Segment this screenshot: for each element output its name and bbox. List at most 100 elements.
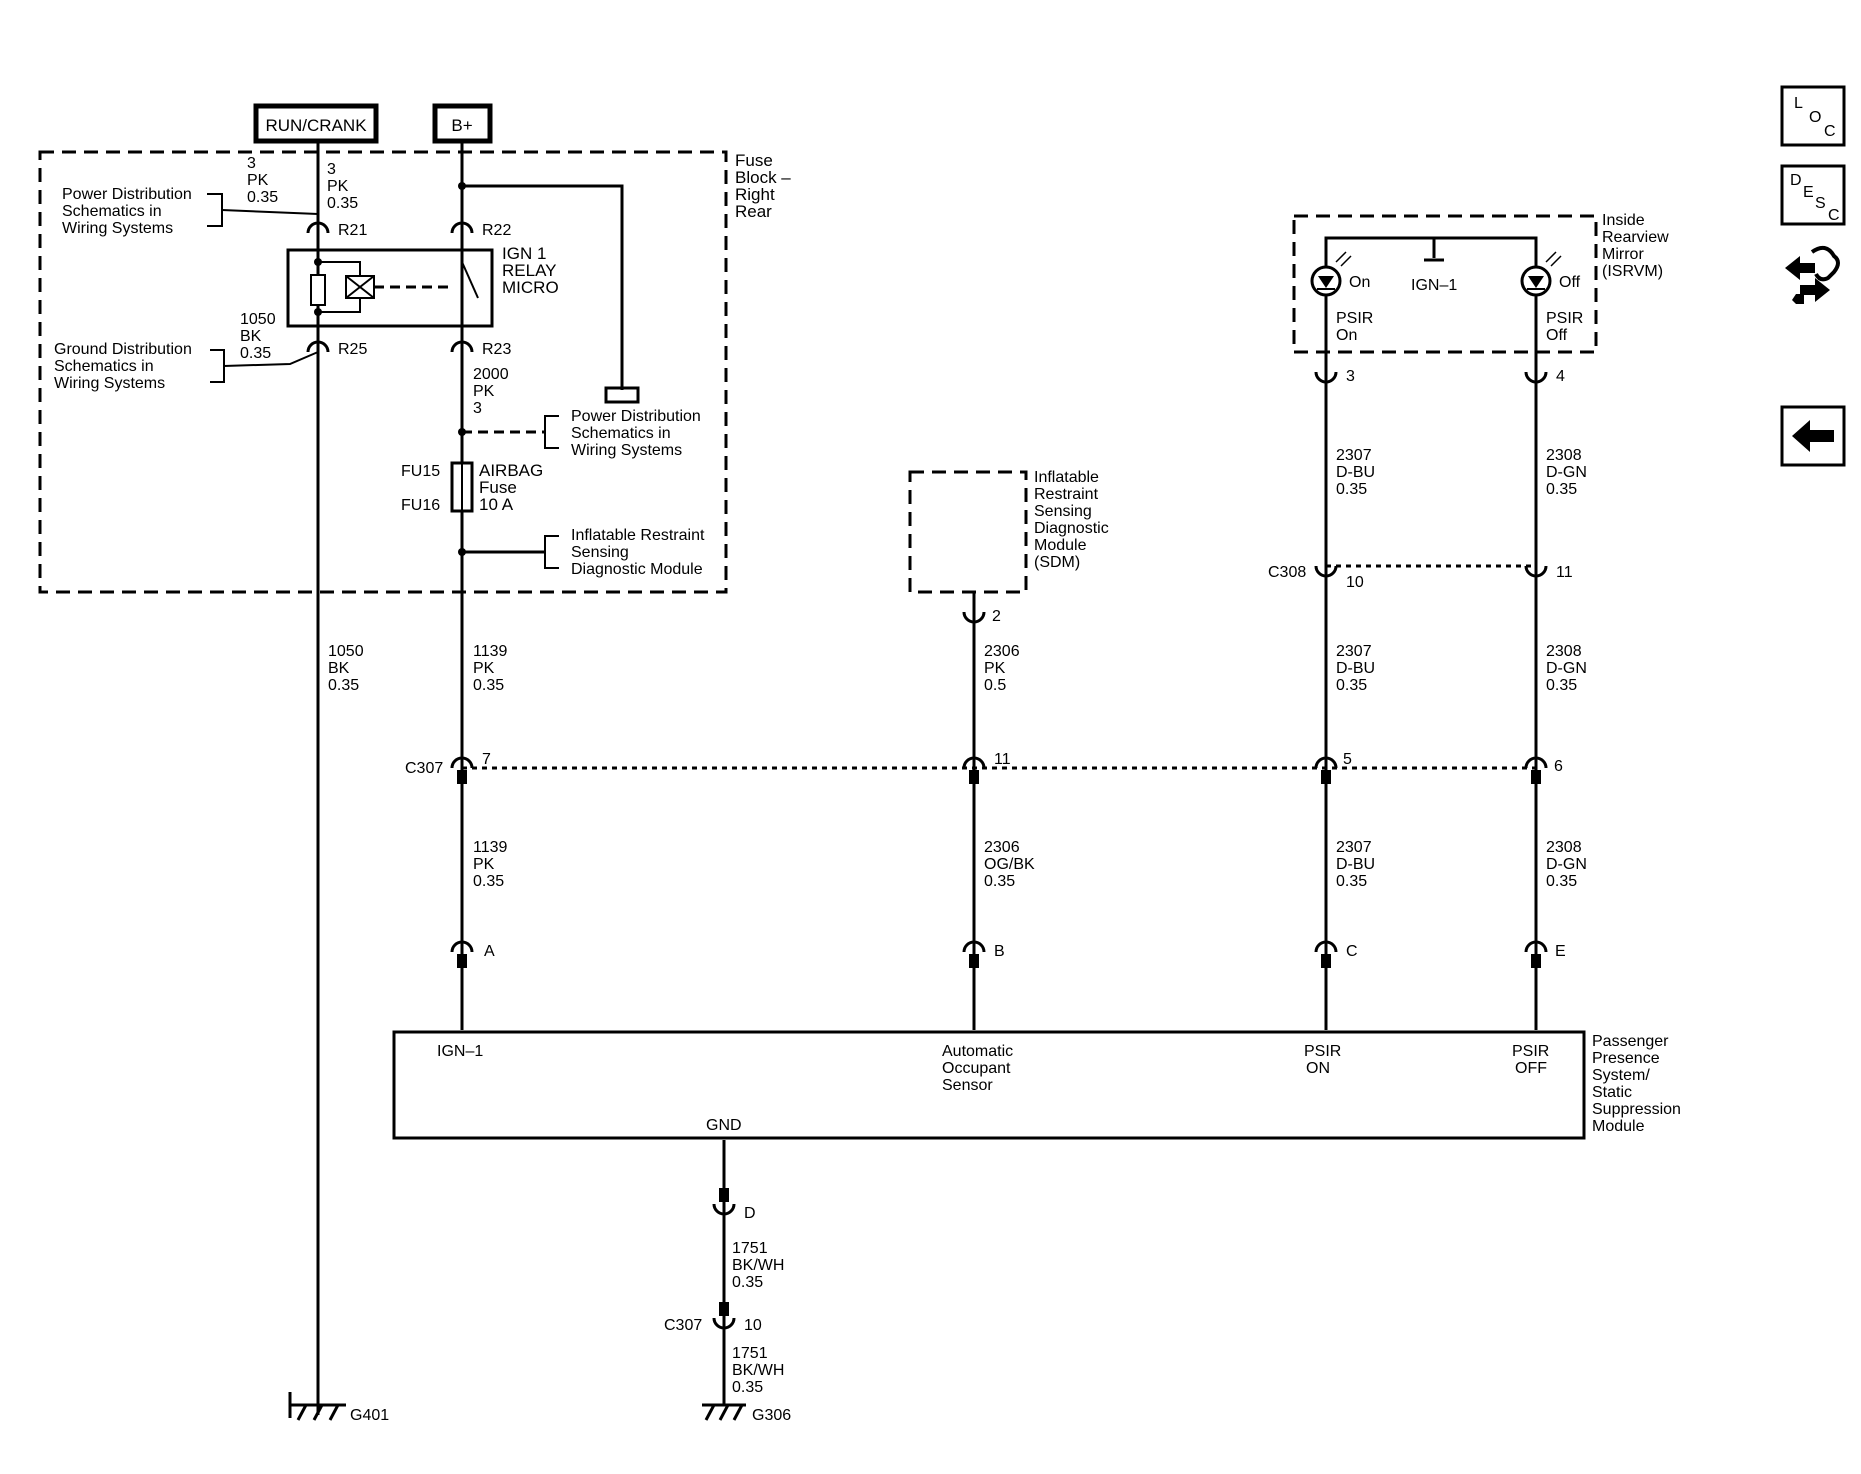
svg-text:IGN–1: IGN–1 <box>437 1043 483 1060</box>
svg-text:10: 10 <box>1346 574 1364 591</box>
svg-text:3: 3 <box>327 161 336 178</box>
svg-text:Wiring Systems: Wiring Systems <box>54 375 165 392</box>
svg-text:D-GN: D-GN <box>1546 464 1587 481</box>
svg-text:O: O <box>1809 109 1821 126</box>
svg-text:A: A <box>484 943 495 960</box>
c308-pin-10 <box>1314 565 1338 578</box>
svg-text:Sensor: Sensor <box>942 1077 993 1094</box>
run-crank-label: RUN/CRANK <box>253 103 379 144</box>
c307-pin-11 <box>962 756 986 769</box>
svg-text:0.35: 0.35 <box>473 873 504 890</box>
svg-text:Wiring Systems: Wiring Systems <box>62 220 173 237</box>
svg-text:C307: C307 <box>405 760 443 777</box>
svg-text:1050: 1050 <box>240 311 276 328</box>
svg-text:Inside: Inside <box>1602 212 1645 229</box>
power-distribution-ref-2[interactable]: Power Distribution Schematics in Wiring … <box>544 408 701 459</box>
connector-r21 <box>306 221 330 234</box>
svg-text:1139: 1139 <box>473 839 508 856</box>
wire-label-1050-a: 1050 BK 0.35 <box>240 311 276 362</box>
svg-text:D-BU: D-BU <box>1336 464 1375 481</box>
desc-button[interactable]: D E S C <box>1780 164 1846 226</box>
svg-text:Right: Right <box>735 185 775 204</box>
svg-text:10 A: 10 A <box>479 495 514 514</box>
svg-text:Power Distribution: Power Distribution <box>62 186 192 203</box>
wire-label-1139-a: 1139 PK 0.35 <box>473 643 508 694</box>
wire-label-2307-a: 2307 D-BU 0.35 <box>1336 447 1375 498</box>
wire-label-2308-c: 2308 D-GN 0.35 <box>1546 839 1587 890</box>
svg-text:BK: BK <box>240 328 262 345</box>
wire-label-1751-a: 1751 BK/WH 0.35 <box>732 1240 784 1291</box>
navigation-icon[interactable] <box>1782 245 1840 304</box>
wire-label-2000: 2000 PK 3 <box>473 366 509 417</box>
svg-text:0.35: 0.35 <box>328 677 359 694</box>
module-pin-e <box>1524 940 1548 953</box>
irsdm-ref[interactable]: Inflatable Restraint Sensing Diagnostic … <box>544 527 705 578</box>
svg-text:0.35: 0.35 <box>732 1379 763 1396</box>
svg-text:2: 2 <box>992 608 1001 625</box>
svg-text:Sensing: Sensing <box>571 544 629 561</box>
svg-text:4: 4 <box>1556 368 1565 385</box>
svg-text:BK: BK <box>328 660 350 677</box>
svg-text:0.35: 0.35 <box>1336 873 1367 890</box>
power-distribution-ref[interactable]: Power Distribution Schematics in Wiring … <box>62 186 319 237</box>
fuse-block-outline <box>38 150 728 594</box>
svg-text:0.35: 0.35 <box>240 345 271 362</box>
svg-text:0.35: 0.35 <box>1546 481 1577 498</box>
svg-text:1751: 1751 <box>732 1240 768 1257</box>
svg-text:B: B <box>994 943 1005 960</box>
svg-text:Inflatable: Inflatable <box>1034 469 1099 486</box>
svg-text:Presence: Presence <box>1592 1050 1660 1067</box>
svg-text:0.35: 0.35 <box>1546 677 1577 694</box>
svg-text:R25: R25 <box>338 341 367 358</box>
svg-text:3: 3 <box>473 400 482 417</box>
ppss-module <box>392 1030 1586 1140</box>
svg-text:Inflatable Restraint: Inflatable Restraint <box>571 527 705 544</box>
svg-text:PK: PK <box>984 660 1006 677</box>
svg-text:RELAY: RELAY <box>502 261 557 280</box>
ground-distribution-ref[interactable]: Ground Distribution Schematics in Wiring… <box>54 341 319 392</box>
svg-text:(ISRVM): (ISRVM) <box>1602 263 1663 280</box>
svg-text:FU15: FU15 <box>401 463 440 480</box>
loc-button[interactable]: L O C <box>1780 85 1846 147</box>
svg-text:B+: B+ <box>451 116 472 135</box>
svg-text:PSIR: PSIR <box>1304 1043 1341 1060</box>
svg-text:1050: 1050 <box>328 643 364 660</box>
isrvm-pin-3 <box>1314 371 1338 384</box>
connector-r25 <box>306 340 330 353</box>
svg-text:11: 11 <box>994 751 1011 768</box>
svg-text:IGN 1: IGN 1 <box>502 244 546 263</box>
svg-text:Power Distribution: Power Distribution <box>571 408 701 425</box>
svg-text:Off: Off <box>1546 327 1568 344</box>
svg-text:Schematics in: Schematics in <box>571 425 671 442</box>
svg-text:PSIR: PSIR <box>1546 310 1583 327</box>
svg-text:Diagnostic: Diagnostic <box>1034 520 1109 537</box>
c308-pin-11 <box>1524 565 1548 578</box>
connector-r23 <box>450 340 474 353</box>
svg-text:G401: G401 <box>350 1407 389 1424</box>
wire-label-2307-b: 2307 D-BU 0.35 <box>1336 643 1375 694</box>
svg-text:Suppression: Suppression <box>1592 1101 1681 1118</box>
module-pin-b <box>962 940 986 953</box>
svg-text:Schematics in: Schematics in <box>54 358 154 375</box>
svg-text:On: On <box>1336 327 1357 344</box>
svg-text:2307: 2307 <box>1336 447 1372 464</box>
svg-text:Passenger: Passenger <box>1592 1033 1669 1050</box>
svg-text:0.35: 0.35 <box>1336 677 1367 694</box>
gnd-pin-d <box>712 1203 736 1216</box>
wire-label-1139-b: 1139 PK 0.35 <box>473 839 508 890</box>
fuse-ids: FU15 FU16 <box>401 463 440 514</box>
svg-text:0.35: 0.35 <box>1336 481 1367 498</box>
svg-text:BK/WH: BK/WH <box>732 1362 784 1379</box>
svg-text:On: On <box>1349 274 1370 291</box>
svg-text:D-BU: D-BU <box>1336 856 1375 873</box>
svg-text:OFF: OFF <box>1515 1060 1547 1077</box>
svg-text:0.35: 0.35 <box>247 189 278 206</box>
svg-text:PSIR: PSIR <box>1512 1043 1549 1060</box>
svg-text:D: D <box>1790 172 1802 189</box>
svg-text:GND: GND <box>706 1117 742 1134</box>
svg-text:0.35: 0.35 <box>984 873 1015 890</box>
back-arrow-icon[interactable] <box>1780 405 1846 467</box>
wire-label-3pk-a: 3 PK 0.35 <box>247 155 278 206</box>
svg-text:C308: C308 <box>1268 564 1306 581</box>
